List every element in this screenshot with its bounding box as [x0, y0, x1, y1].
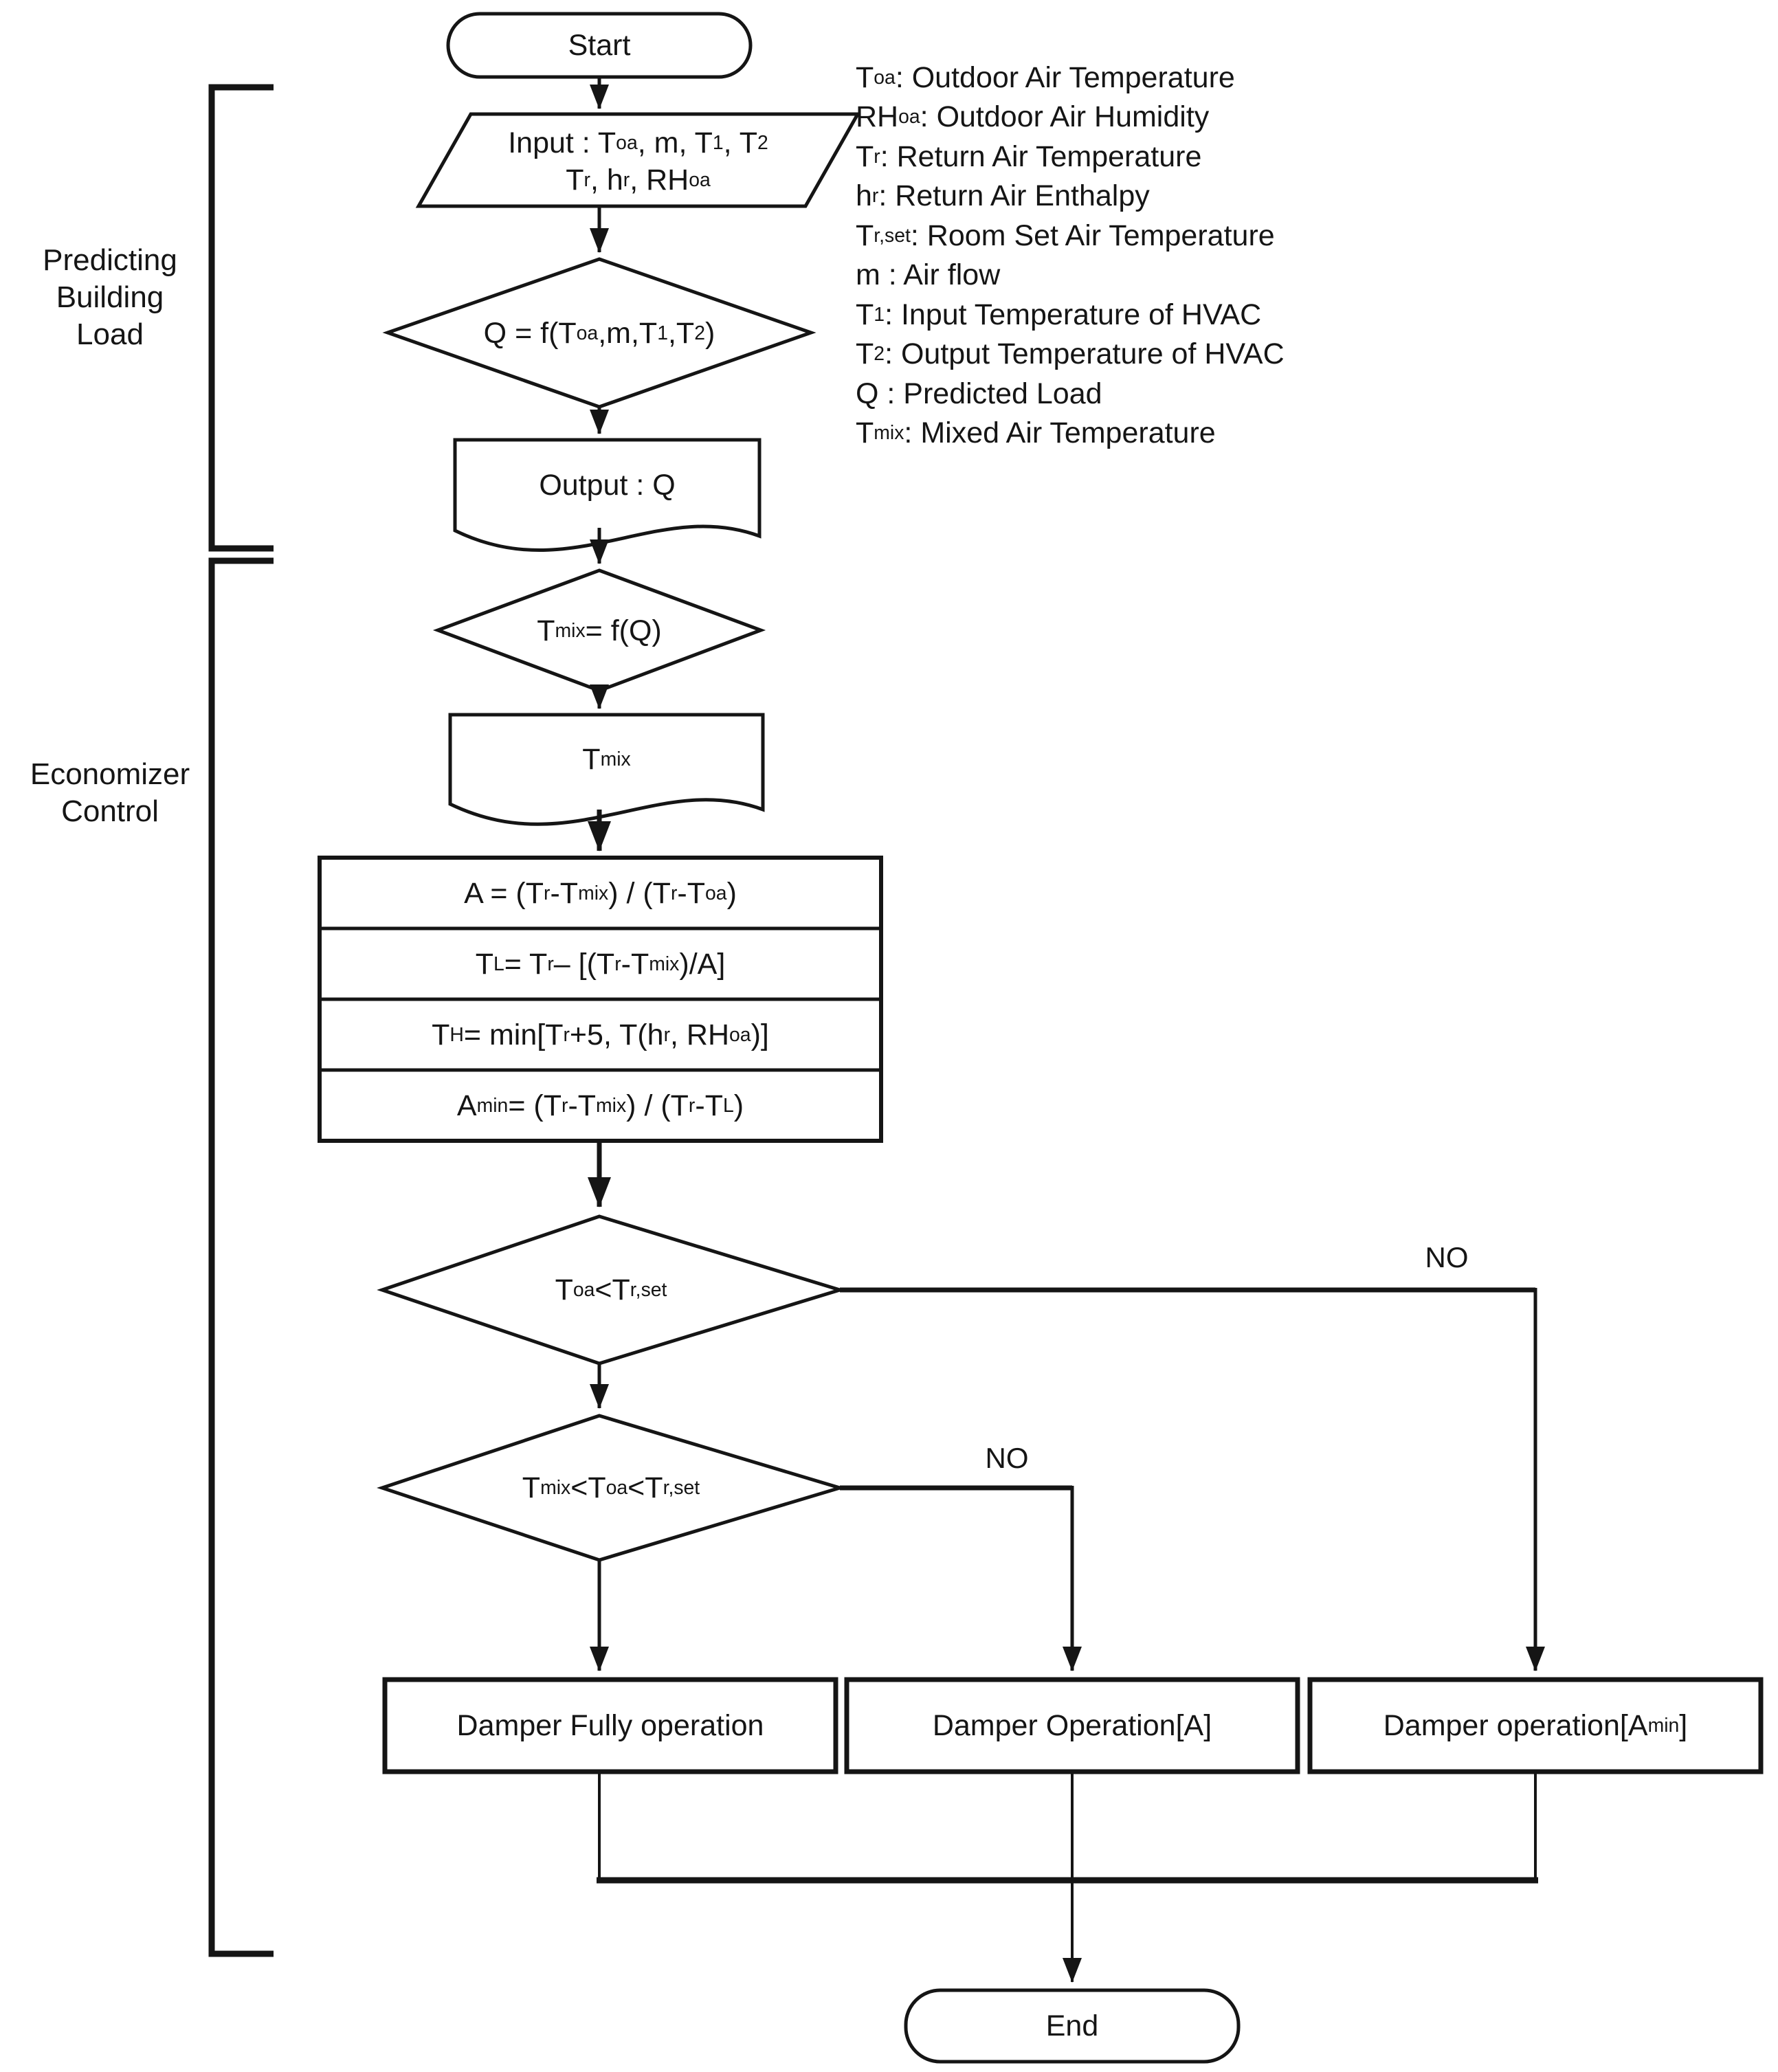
- tmix-document-shape: [448, 713, 765, 826]
- end-node-label: End: [1045, 2009, 1099, 2042]
- damper-full-box-label: Damper Fully operation: [456, 1709, 764, 1742]
- damper-a-box-label: Damper Operation[A]: [932, 1709, 1212, 1742]
- damper-amin-box-shape: [1307, 1677, 1764, 1774]
- predicting-section-bracket: [208, 84, 274, 552]
- end-terminator-shape: [904, 1988, 1241, 2064]
- input-parallelogram-shape: [415, 112, 861, 208]
- decision1-no-label: NO: [1425, 1241, 1469, 1273]
- output-q-document-shape: [453, 438, 762, 553]
- damper-a-box-shape: [844, 1677, 1300, 1774]
- damper-full-box-shape: [382, 1677, 838, 1774]
- legend-item: Q : Predicted Load: [856, 377, 1102, 410]
- output-q-document-label: Output : Q: [539, 469, 676, 502]
- economizer-section-bracket: [208, 557, 274, 1957]
- legend-item: m : Air flow: [856, 258, 1001, 291]
- decision2-no-label: NO: [985, 1442, 1029, 1474]
- start-node-label: Start: [568, 29, 631, 62]
